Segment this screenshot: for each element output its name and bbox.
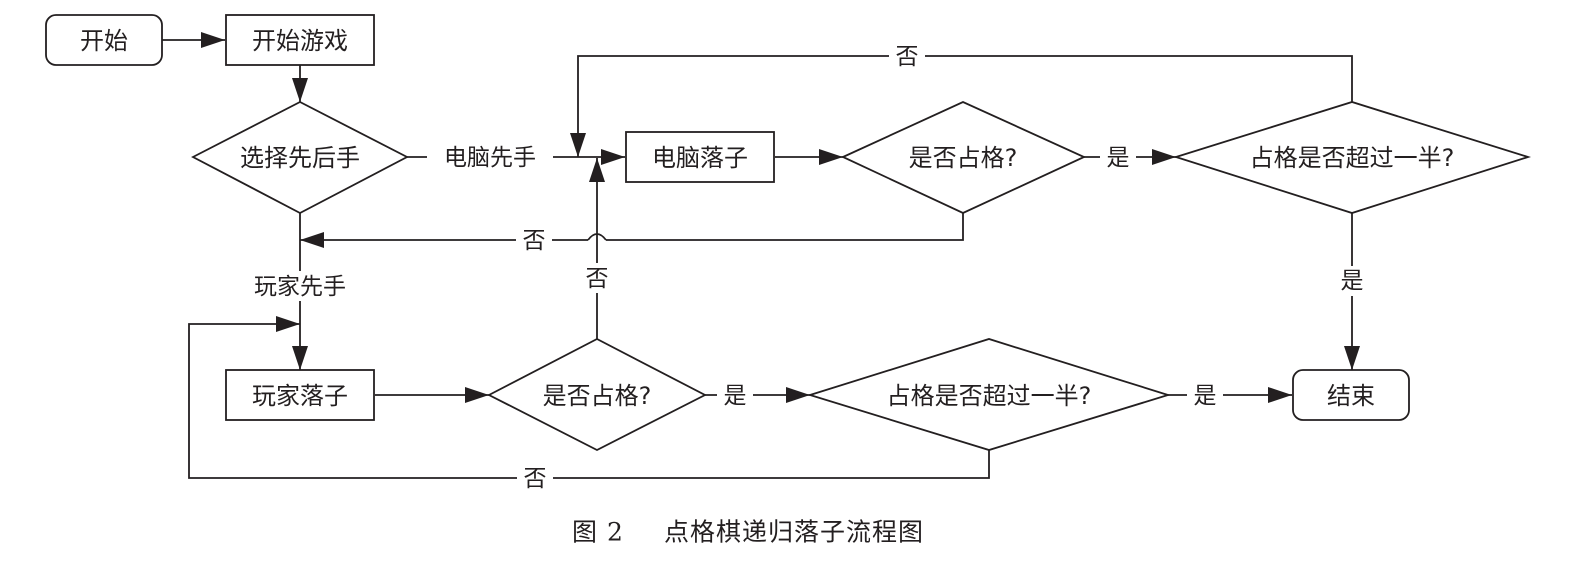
node-start-label: 开始 xyxy=(80,27,128,55)
node-choose-first-label: 选择先后手 xyxy=(240,144,360,172)
caption-title: 点格棋递归落子流程图 xyxy=(664,518,924,547)
edge-label-player-first: 玩家先手 xyxy=(254,274,346,300)
edge-label-player-half-yes: 是 xyxy=(1194,383,1217,409)
node-end-label: 结束 xyxy=(1327,382,1375,410)
edge-player-half-no xyxy=(188,316,990,479)
edge-label-computer-first: 电脑先手 xyxy=(444,145,536,171)
figure-caption: 图 2 点格棋递归落子流程图 xyxy=(572,518,924,547)
node-player-half-label: 占格是否超过一半? xyxy=(887,382,1092,410)
node-start: 开始 xyxy=(45,14,163,66)
edge-label-masks xyxy=(241,41,1370,493)
caption-figure-number: 图 2 xyxy=(572,518,624,547)
edge-label-computer-half-yes: 是 xyxy=(1341,268,1364,294)
node-computer-move: 电脑落子 xyxy=(625,131,775,183)
node-start-game: 开始游戏 xyxy=(225,14,375,66)
edge-computer-half-no xyxy=(570,55,1353,157)
node-computer-move-label: 电脑落子 xyxy=(652,144,748,172)
node-player-occupied-label: 是否占格? xyxy=(543,382,652,410)
edge-computer-occupied-no xyxy=(606,213,964,241)
edge-labels: 电脑先手 玩家先手 是 否 是 否 否 是 是 否 xyxy=(254,44,1364,492)
edge-label-computer-occupied-yes: 是 xyxy=(1107,145,1130,171)
node-end: 结束 xyxy=(1292,369,1410,421)
edge-label-player-half-no: 否 xyxy=(524,466,547,492)
node-computer-half-label: 占格是否超过一半? xyxy=(1250,144,1455,172)
node-computer-half: 占格是否超过一半? xyxy=(1173,101,1531,214)
edge-label-player-occupied-yes: 是 xyxy=(724,383,747,409)
node-player-occupied: 是否占格? xyxy=(487,337,707,452)
node-player-move: 玩家落子 xyxy=(225,369,375,421)
connectors xyxy=(162,32,1360,479)
node-choose-first: 选择先后手 xyxy=(191,100,409,215)
node-player-half: 占格是否超过一半? xyxy=(806,338,1172,451)
node-computer-occupied-label: 是否占格? xyxy=(909,144,1018,172)
edge-label-computer-half-no: 否 xyxy=(896,44,919,70)
edge-label-computer-occupied-no: 否 xyxy=(523,228,546,254)
edge-label-player-occupied-no: 否 xyxy=(586,266,609,292)
node-start-game-label: 开始游戏 xyxy=(252,27,348,55)
node-player-move-label: 玩家落子 xyxy=(252,382,348,410)
node-computer-occupied: 是否占格? xyxy=(840,101,1087,214)
